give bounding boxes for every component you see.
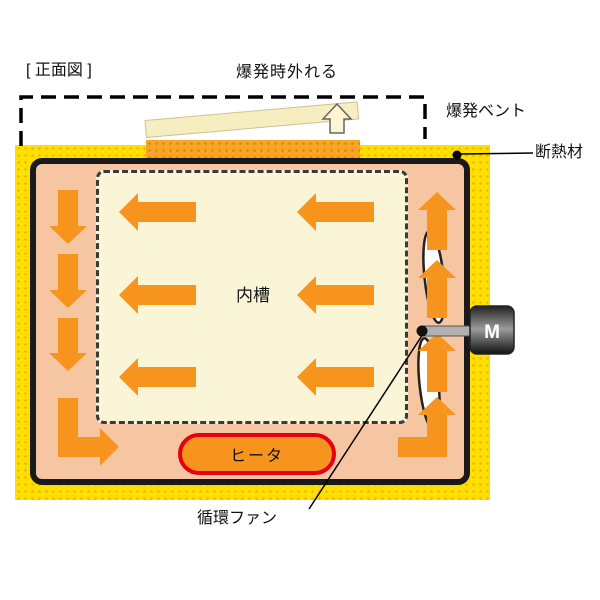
insulation-label: 断熱材 — [535, 144, 584, 161]
view-title: [ 正面図 ] — [26, 62, 92, 79]
circulation-fan-label: 循環ファン — [197, 510, 278, 527]
vent-flap — [144, 101, 360, 138]
inner-chamber-label: 内槽 — [236, 286, 270, 305]
heater: ヒータ — [178, 433, 336, 475]
heater-label: ヒータ — [229, 448, 284, 465]
detach-on-explosion-label: 爆発時外れる — [236, 64, 339, 81]
explosion-vent-label: 爆発ベント — [446, 103, 527, 120]
